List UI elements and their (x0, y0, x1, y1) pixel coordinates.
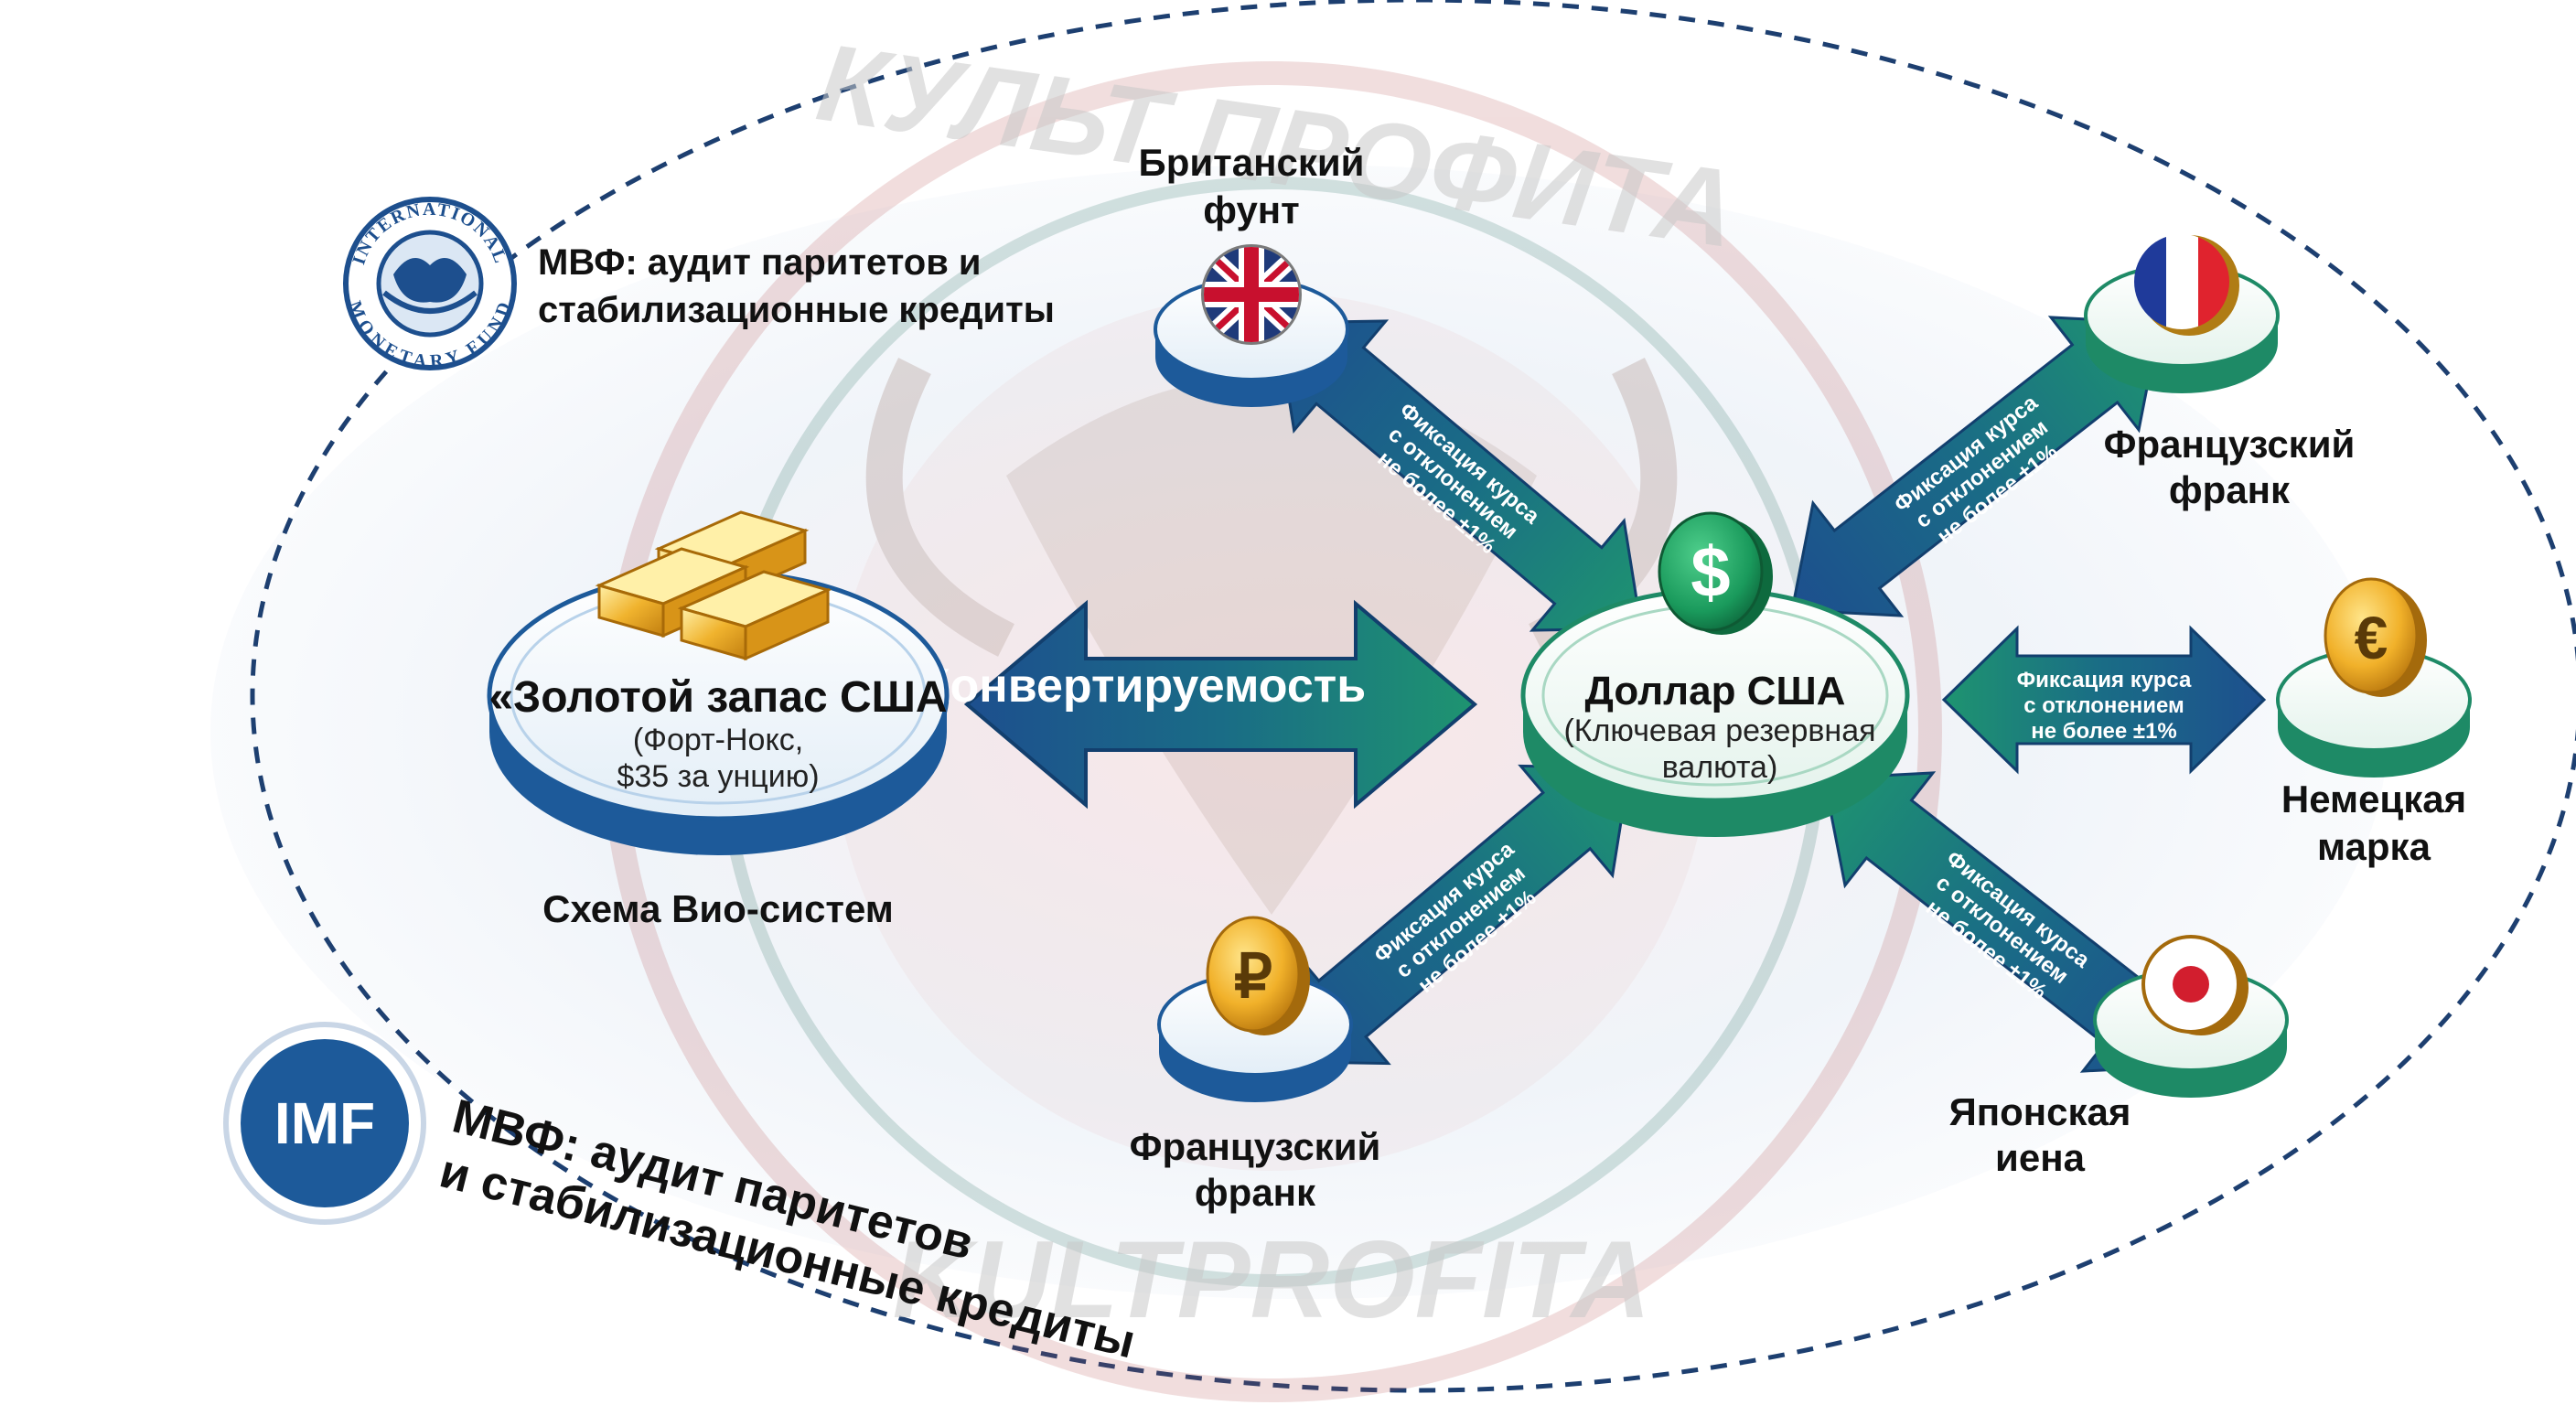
euro-symbol: € (2355, 604, 2388, 671)
ruble-coin-icon: ₽ (1206, 916, 1310, 1035)
imf-badge-text: IMF (274, 1090, 375, 1156)
convertibility-arrow (963, 599, 1478, 810)
frf-bottom-node (1157, 972, 1353, 1102)
dem-node (2276, 648, 2472, 778)
dashed-oval-border (250, 0, 2576, 1393)
dollar-title: Доллар США (1585, 669, 1846, 713)
gbp-label-line1: Британский (1139, 141, 1365, 184)
euro-coin-icon: € (2324, 577, 2427, 697)
peg-text-line1: Фиксация курса (2017, 668, 2192, 692)
gold-bars-icon (595, 510, 832, 661)
frf-bottom-label-line1: Французский (1130, 1125, 1381, 1168)
dollar-symbol: $ (1690, 531, 1730, 612)
imf-top-label-line1: МВФ: аудит паритетов и (538, 242, 982, 283)
jpy-label-line1: Японская (1949, 1090, 2131, 1133)
frf-bottom-label-line2: франк (1195, 1171, 1316, 1214)
ruble-symbol: ₽ (1234, 942, 1272, 1010)
frf-top-label-line1: Французский (2104, 423, 2356, 466)
usd-node (1520, 587, 1910, 837)
gold-reserve-node (487, 569, 950, 855)
jpy-label-line2: иена (1995, 1136, 2086, 1179)
dollar-subtitle-line2: валюта) (1662, 750, 1778, 785)
gold-title: «Золотой запас США (488, 673, 947, 722)
peg-arrow-dem: Фиксация курса с отклонением не более ±1… (1941, 625, 2267, 775)
japan-flag-icon (2141, 935, 2249, 1035)
gbp-label-line2: фунт (1203, 188, 1300, 231)
watermark-bottom-text: KULTPROFITA (893, 1218, 1651, 1341)
gold-subtitle-line2: $35 за унцию) (617, 759, 819, 794)
peg-text-line2: с отклонением (2023, 693, 2184, 718)
frf-top-label-line2: франк (2169, 468, 2291, 511)
convertibility-label: Конвертируемость (921, 660, 1366, 713)
peg-text-line3: не более ±1% (2031, 719, 2177, 744)
dem-label-line2: марка (2317, 825, 2431, 868)
imf-seal-icon: INTERNATIONAL MONETARY FUND (343, 197, 517, 371)
imf-badge-icon: IMF (223, 1022, 426, 1225)
imf-top-label-line2: стабилизационные кредиты (538, 290, 1055, 330)
gold-caption: Схема Вио-систем (542, 887, 894, 930)
peg-arrow-gbp: Фиксация курса с отклонением не более ±1… (1275, 319, 1643, 632)
dollar-coin-icon: $ (1658, 511, 1773, 635)
dem-label-line1: Немецкая (2281, 778, 2466, 820)
dollar-subtitle-line1: (Ключевая резервная (1563, 713, 1875, 748)
gold-subtitle-line1: (Форт-Нокс, (633, 723, 803, 757)
